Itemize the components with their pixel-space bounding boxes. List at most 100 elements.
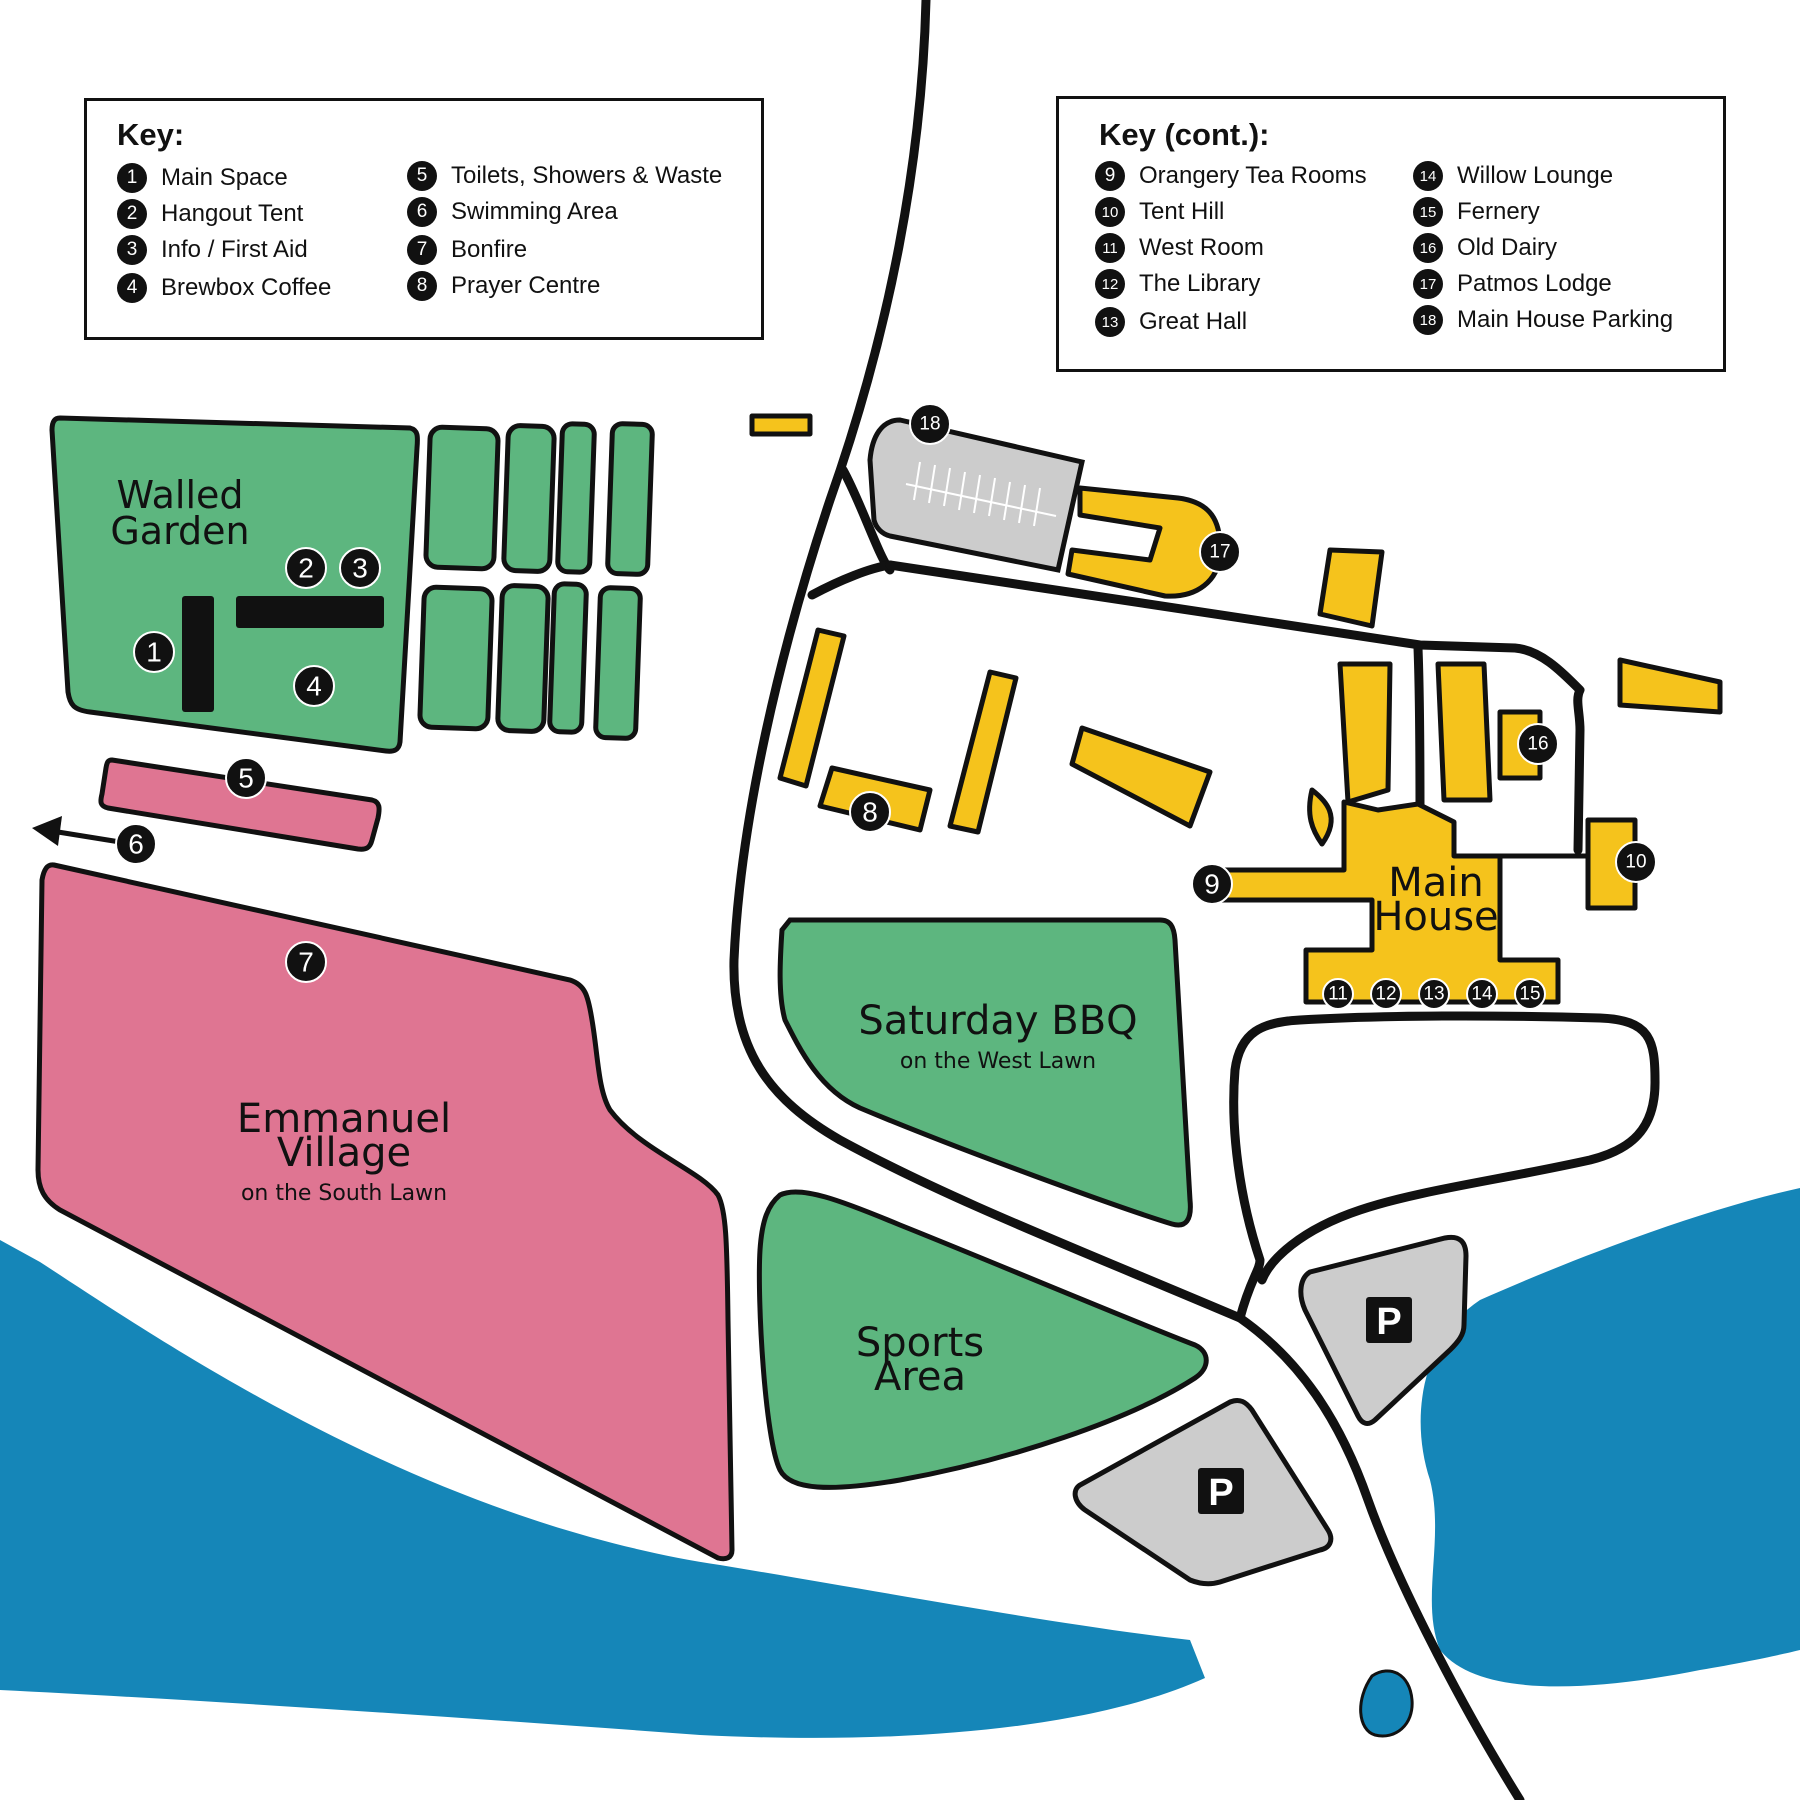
key-item-patmos-lodge: 17 Patmos Lodge bbox=[1413, 269, 1612, 299]
sports-area-lawn bbox=[756, 1189, 1209, 1490]
key-item-hangout-tent: 2 Hangout Tent bbox=[117, 199, 303, 229]
marker-12-num: 12 bbox=[1375, 984, 1396, 1005]
main-house-label-1: Main bbox=[1388, 860, 1484, 906]
marker-7-num: 7 bbox=[298, 947, 314, 978]
parking-bays bbox=[905, 461, 1057, 527]
key-title: Key: bbox=[117, 117, 185, 152]
key-badge: 15 bbox=[1413, 197, 1443, 227]
marker-11[interactable]: 11 bbox=[1322, 978, 1354, 1010]
key-label: Bonfire bbox=[451, 236, 528, 263]
marker-13[interactable]: 13 bbox=[1418, 978, 1450, 1010]
marker-2-num: 2 bbox=[298, 553, 314, 584]
hangout-tent bbox=[236, 596, 384, 628]
marker-1[interactable]: 1 bbox=[133, 631, 175, 673]
key-badge: 1 bbox=[117, 163, 147, 193]
saturday-bbq-lawn bbox=[777, 917, 1193, 1228]
marker-16[interactable]: 16 bbox=[1517, 723, 1559, 765]
marker-10-num: 10 bbox=[1625, 852, 1646, 873]
emmanuel-village bbox=[35, 862, 735, 1562]
marker-4[interactable]: 4 bbox=[293, 665, 335, 707]
key-label: Hangout Tent bbox=[161, 200, 304, 227]
parking-label-south: P bbox=[1208, 1472, 1233, 1514]
swimming-area-arrow-line bbox=[57, 829, 121, 845]
key-badge: 10 bbox=[1095, 197, 1125, 227]
key-label: Info / First Aid bbox=[161, 236, 308, 263]
building-west-strip bbox=[777, 627, 847, 789]
marker-14-num: 14 bbox=[1471, 984, 1493, 1005]
marker-10[interactable]: 10 bbox=[1615, 841, 1657, 883]
main-space-stage bbox=[182, 596, 214, 712]
marker-5[interactable]: 5 bbox=[225, 757, 267, 799]
key-badge: 13 bbox=[1095, 307, 1125, 337]
walled-garden-label-2: Garden bbox=[110, 509, 249, 553]
key-badge: 6 bbox=[407, 197, 437, 227]
main-house bbox=[1209, 799, 1638, 1005]
key-item-great-hall: 13 Great Hall bbox=[1095, 307, 1247, 337]
emmanuel-village-sub: on the South Lawn bbox=[241, 1181, 447, 1206]
marker-12[interactable]: 12 bbox=[1370, 978, 1402, 1010]
saturday-bbq-sub: on the West Lawn bbox=[900, 1049, 1096, 1074]
key-label: Great Hall bbox=[1139, 308, 1248, 335]
key-badge: 2 bbox=[117, 199, 147, 229]
building-diagonal bbox=[1069, 725, 1213, 829]
key-cont-title: Key (cont.): bbox=[1099, 117, 1270, 152]
marker-11-num: 11 bbox=[1328, 984, 1348, 1005]
marker-18-num: 18 bbox=[919, 414, 940, 435]
key-badge: 5 bbox=[407, 161, 437, 191]
key-label: Tent Hill bbox=[1139, 198, 1225, 225]
key-item-swimming-area: 6 Swimming Area bbox=[407, 197, 618, 227]
garden-plots bbox=[417, 421, 655, 741]
key-item-tent-hill: 10 Tent Hill bbox=[1095, 197, 1224, 227]
main-house-label-2: House bbox=[1373, 894, 1498, 940]
key-label: Patmos Lodge bbox=[1457, 270, 1612, 297]
key-label: Brewbox Coffee bbox=[161, 274, 332, 301]
marker-3[interactable]: 3 bbox=[339, 547, 381, 589]
marker-2[interactable]: 2 bbox=[285, 547, 327, 589]
key-badge: 17 bbox=[1413, 269, 1443, 299]
toilets-showers-waste bbox=[98, 757, 382, 852]
marker-15-num: 15 bbox=[1519, 984, 1540, 1005]
key-item-bonfire: 7 Bonfire bbox=[407, 235, 527, 265]
marker-14[interactable]: 14 bbox=[1466, 978, 1498, 1010]
walled-garden-label-1: Walled bbox=[116, 473, 243, 517]
marker-6[interactable]: 6 bbox=[115, 823, 157, 865]
marker-15[interactable]: 15 bbox=[1514, 978, 1546, 1010]
marker-8[interactable]: 8 bbox=[849, 791, 891, 833]
building-house-wing-b bbox=[1435, 661, 1493, 803]
marker-7[interactable]: 7 bbox=[285, 941, 327, 983]
key-label: Main House Parking bbox=[1457, 306, 1674, 333]
parking-sign-north: P bbox=[1366, 1297, 1412, 1343]
key-badge: 7 bbox=[407, 235, 437, 265]
key-label: Willow Lounge bbox=[1457, 162, 1614, 189]
marker-9[interactable]: 9 bbox=[1191, 863, 1233, 905]
saturday-bbq-label: Saturday BBQ bbox=[858, 998, 1137, 1044]
key-badge: 11 bbox=[1095, 233, 1125, 263]
key-label: Swimming Area bbox=[451, 198, 618, 225]
marker-9-num: 9 bbox=[1204, 869, 1220, 900]
key-label: Prayer Centre bbox=[451, 272, 601, 299]
lake-east bbox=[1420, 1188, 1800, 1687]
parking-label-north: P bbox=[1376, 1301, 1401, 1343]
building-centre-strip bbox=[947, 669, 1019, 835]
building-leaf bbox=[1307, 787, 1334, 847]
patmos-lodge bbox=[1065, 485, 1223, 599]
marker-17[interactable]: 17 bbox=[1199, 531, 1241, 573]
emmanuel-village-label-2: Village bbox=[277, 1130, 411, 1176]
marker-17-num: 17 bbox=[1209, 542, 1230, 563]
marker-18[interactable]: 18 bbox=[909, 403, 951, 445]
swimming-area-arrow-head bbox=[32, 816, 62, 846]
marker-3-num: 3 bbox=[352, 553, 368, 584]
marker-5-num: 5 bbox=[238, 763, 254, 794]
roads bbox=[729, 0, 1660, 1800]
